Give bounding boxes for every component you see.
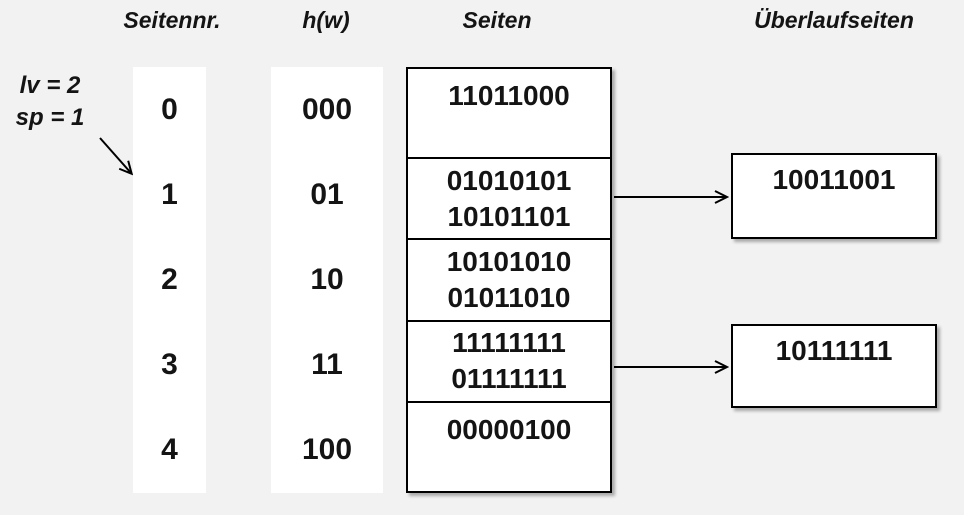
page-bucket-4: 00000100 [408, 400, 610, 491]
overflow-page-2: 10111111 [731, 324, 937, 408]
bucket-entry: 01010101 [446, 164, 572, 196]
bucket-entry: 01111111 [451, 363, 567, 395]
overflow-entry: 10011001 [772, 164, 896, 195]
level-value: lv = 2 [19, 72, 81, 99]
bucket-entry: 11011000 [448, 80, 570, 111]
pages-box: 11011000 01010101 10101101 10101010 0101… [406, 67, 612, 493]
bucket-entry: 01011010 [447, 282, 571, 313]
hash-value-1: 01 [310, 177, 344, 211]
hash-value-2: 10 [310, 263, 344, 296]
bucket-entry: 10101101 [447, 200, 571, 232]
bucket-entry: 10101010 [446, 246, 572, 277]
page-number-3: 3 [161, 348, 178, 382]
bucket-entry: 11111111 [452, 327, 566, 359]
level-split-annotation: lv = 2 sp = 1 [6, 70, 94, 134]
page-number-1: 1 [161, 177, 178, 211]
page-bucket-3: 11111111 01111111 [408, 319, 610, 401]
hash-value-3: 11 [311, 348, 343, 382]
page-bucket-2: 10101010 01011010 [408, 238, 610, 319]
page-bucket-1: 01010101 10101101 [408, 157, 610, 238]
header-hash-function: h(w) [302, 7, 350, 33]
split-pointer-arrow [99, 137, 131, 173]
header-page-number: Seitennr. [123, 7, 221, 33]
hash-value-4: 100 [301, 433, 353, 467]
page-number-4: 4 [161, 433, 178, 467]
split-pointer-value: sp = 1 [15, 104, 85, 131]
bucket-entry: 00000100 [446, 413, 572, 445]
header-overflow-pages: Überlaufseiten [754, 7, 914, 33]
page-number-column: 0 1 2 3 4 [133, 67, 206, 493]
overflow-entry: 10111111 [775, 335, 893, 366]
hash-value-column: 000 01 10 11 100 [271, 67, 383, 493]
page-number-2: 2 [161, 263, 178, 296]
header-pages: Seiten [462, 7, 532, 33]
page-number-0: 0 [161, 92, 178, 126]
hash-value-0: 000 [301, 92, 353, 126]
overflow-page-1: 10011001 [731, 153, 937, 239]
page-bucket-0: 11011000 [408, 69, 610, 157]
